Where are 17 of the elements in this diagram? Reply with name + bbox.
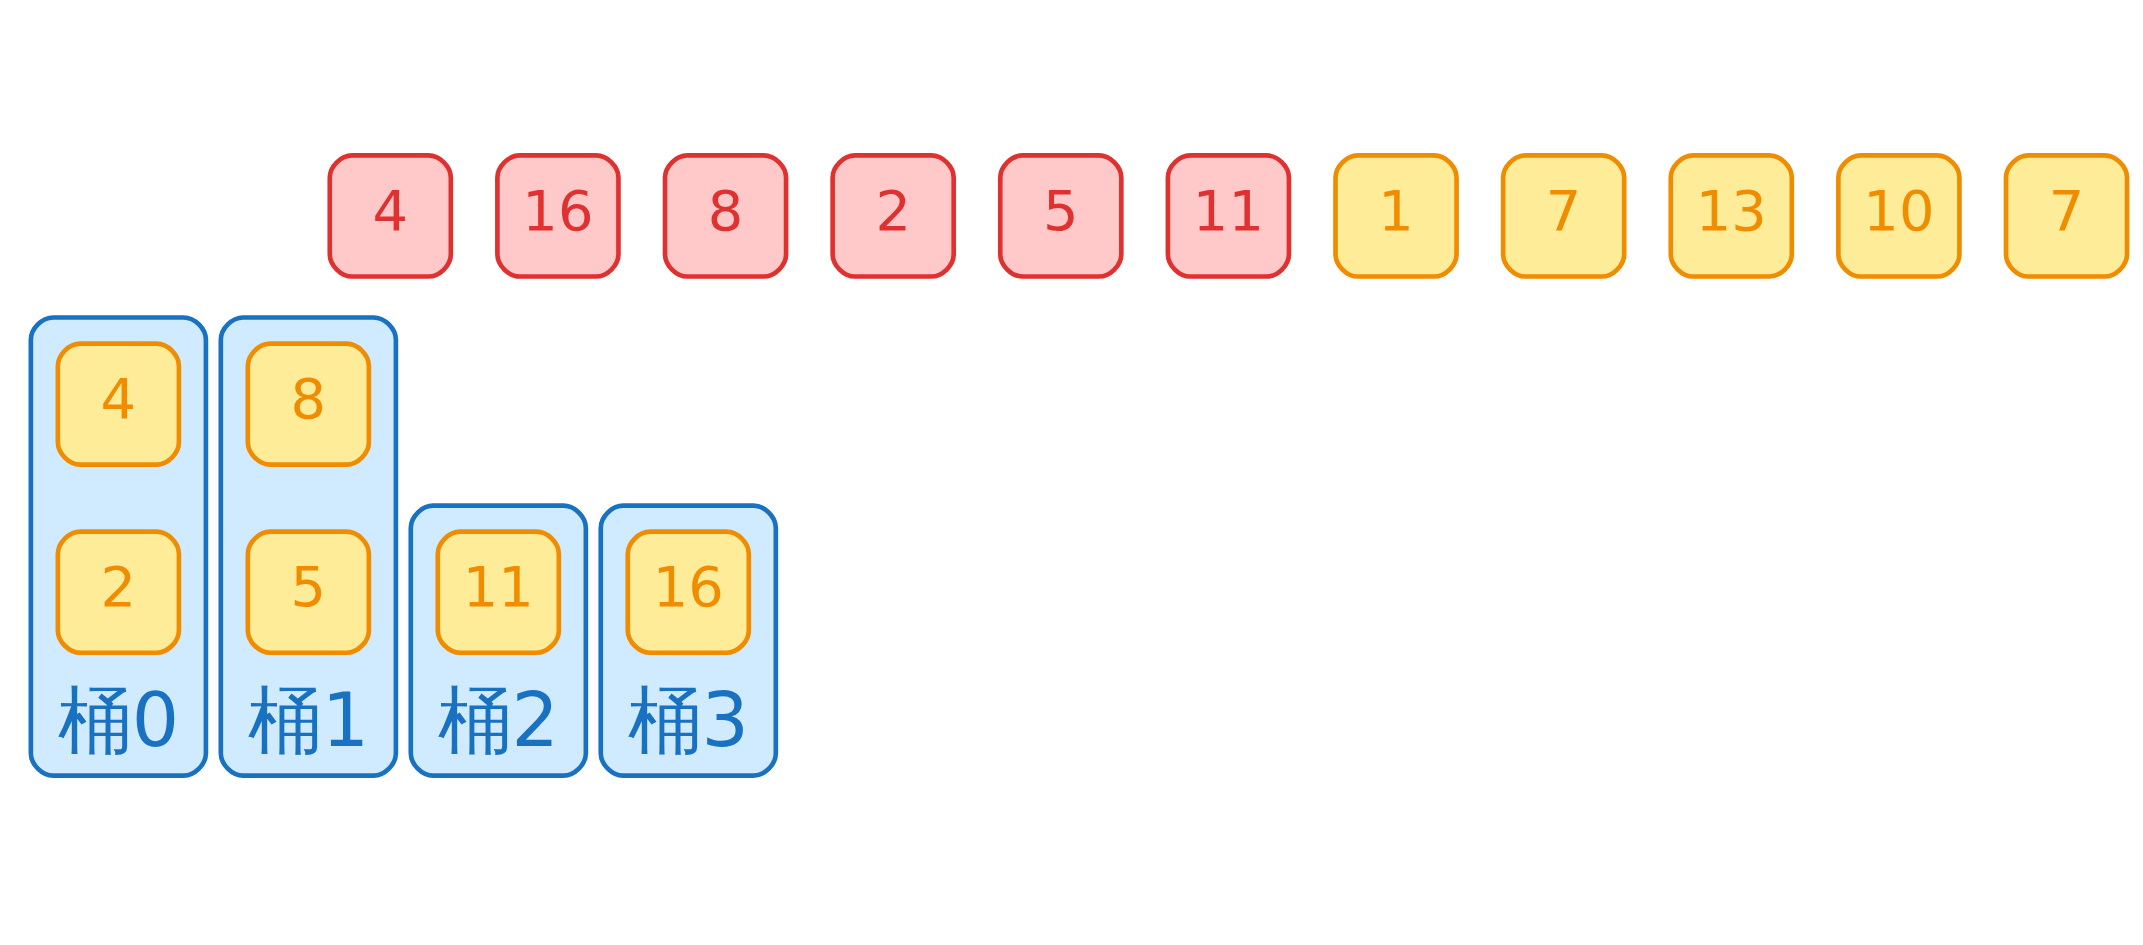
- node-box: 10: [1836, 152, 1962, 279]
- node-box: 7: [2003, 152, 2130, 279]
- node-box: 11: [1165, 152, 1292, 279]
- node-box: 8: [245, 340, 372, 467]
- node-box: 5: [997, 152, 1124, 279]
- node-box: 16: [625, 528, 752, 655]
- node-box: 2: [55, 528, 182, 655]
- node-box: 13: [1668, 152, 1795, 279]
- node-box: 5: [245, 528, 372, 655]
- node-box: 1: [1333, 152, 1459, 279]
- node-box: 2: [830, 152, 957, 279]
- node-box: 8: [662, 152, 789, 279]
- node-box: 4: [327, 152, 454, 279]
- node-box: 4: [55, 340, 182, 467]
- node-box: 11: [435, 528, 562, 655]
- node-box: 7: [1500, 152, 1627, 279]
- node-box: 16: [495, 152, 621, 279]
